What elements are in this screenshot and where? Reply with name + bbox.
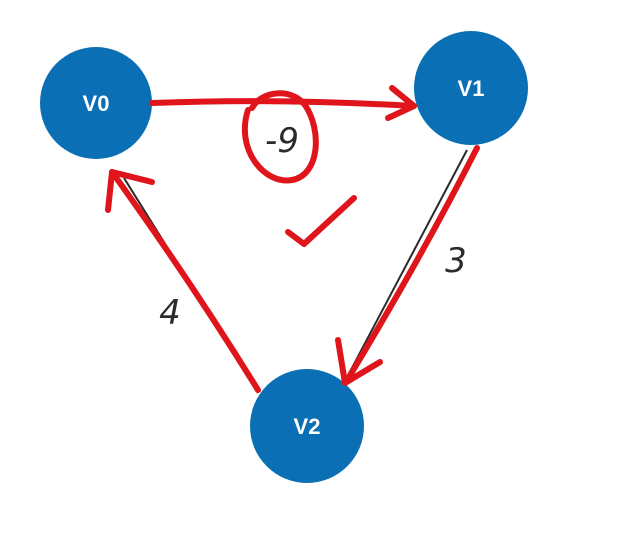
node-v0: V0 <box>40 47 152 159</box>
node-v1-label: V1 <box>458 76 485 101</box>
arrow-v0-v1 <box>149 98 415 109</box>
arrowhead-v0 <box>105 169 155 213</box>
arrowhead-v1 <box>385 85 417 121</box>
node-v2-circle <box>250 369 364 483</box>
node-v2: V2 <box>250 369 364 483</box>
drawn-arrows <box>105 85 480 393</box>
arrow-v2-v0 <box>109 169 261 393</box>
arrow-v1-v2 <box>343 145 480 385</box>
circle-around-weight <box>241 90 319 184</box>
checkmark-icon <box>285 195 357 247</box>
node-v1-circle <box>414 31 528 145</box>
node-v1: V1 <box>414 31 528 145</box>
node-v0-circle <box>40 47 152 159</box>
node-v2-label: V2 <box>294 414 321 439</box>
node-v0-label: V0 <box>83 91 110 116</box>
edge-weight-v0-v1: -9 <box>265 121 299 161</box>
arrowhead-v2 <box>335 337 383 386</box>
edge-weight-v2-v0: 4 <box>159 293 181 333</box>
edge-weight-v1-v2: 3 <box>445 241 467 281</box>
printed-edge-v1-v2 <box>343 149 468 384</box>
